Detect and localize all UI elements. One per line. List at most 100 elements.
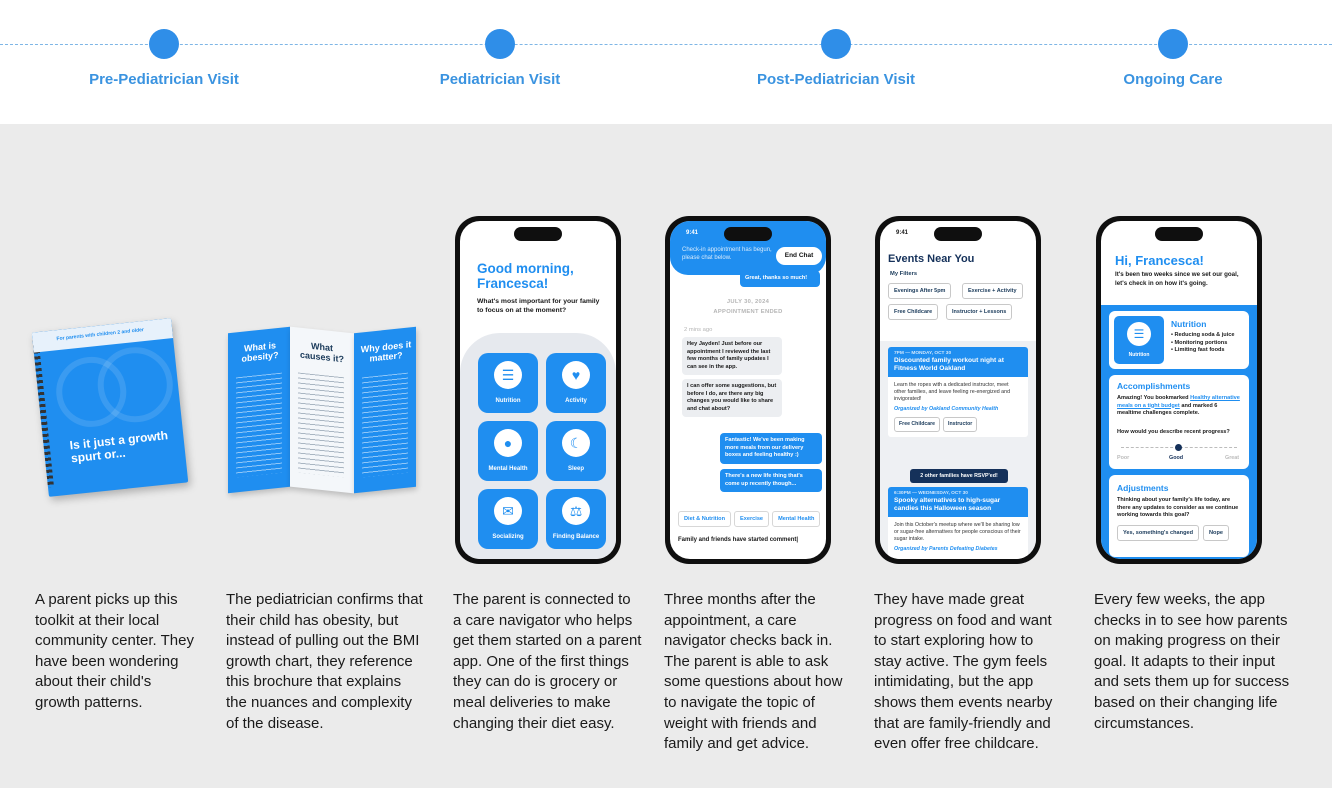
caption-1: A parent picks up this toolkit at their … xyxy=(35,591,194,711)
badge-label: Nutrition xyxy=(1128,352,1150,358)
journey-timeline: Pre-Pediatrician Visit Pediatrician Visi… xyxy=(0,0,1332,124)
yes-changed-button[interactable]: Yes, something's changed xyxy=(1117,525,1200,541)
clipboard-icon: ☰ xyxy=(1127,322,1151,346)
tile-nutrition[interactable]: ☰ Nutrition xyxy=(478,353,538,413)
clipboard-icon: ☰ xyxy=(494,361,522,389)
progress-question: How would you describe recent progress? xyxy=(1117,429,1230,435)
message-input[interactable]: Family and friends have started comment| xyxy=(678,537,799,543)
tile-label: Sleep xyxy=(567,466,584,472)
brochure-heading: What is obesity? xyxy=(241,340,279,364)
nutrition-badge: ☰ Nutrition xyxy=(1114,316,1164,364)
event-card[interactable]: 6:30PM — WEDNESDAY, OCT 30 Spooky altern… xyxy=(888,487,1028,559)
stage-label: Pediatrician Visit xyxy=(439,71,561,88)
toolkit-booklet: For parents with children 2 and older Is… xyxy=(31,318,189,497)
event-tag: Instructor xyxy=(943,416,978,433)
goal-item: • Reducing soda & juice xyxy=(1171,332,1235,338)
status-time: 9:41 xyxy=(896,230,909,236)
tile-label: Activity xyxy=(565,398,587,404)
phone-chat: 9:41 Check-in appointment has begun, ple… xyxy=(665,216,831,564)
phone-events: 9:41 Events Near You My Filters Evenings… xyxy=(875,216,1041,564)
event-description: Join this October's meetup where we'll b… xyxy=(894,522,1021,543)
phone-checkin: Hi, Francesca! It's been two weeks since… xyxy=(1096,216,1262,564)
event-organizer: Organized by Oakland Community Health xyxy=(894,405,999,412)
nope-button[interactable]: Nope xyxy=(1203,525,1229,541)
caption-6: Every few weeks, the app checks in to se… xyxy=(1094,591,1290,732)
event-card[interactable]: 7PM — MONDAY, OCT 30 Discounted family w… xyxy=(888,347,1028,438)
stage-label: Post-Pediatrician Visit xyxy=(756,71,916,88)
tile-mental-health[interactable]: ● Mental Health xyxy=(478,421,538,481)
scale-icon: ⚖ xyxy=(562,497,590,525)
stage-label: Ongoing Care xyxy=(1123,71,1223,88)
event-date: 7PM — MONDAY, OCT 30 xyxy=(894,351,952,356)
brochure-panel: What causes it? xyxy=(290,326,354,494)
goal-items: • Reducing soda & juice • Monitoring por… xyxy=(1171,332,1247,355)
event-body: Learn the ropes with a dedicated instruc… xyxy=(888,377,1028,437)
checkin-subtitle: It's been two weeks since we set our goa… xyxy=(1115,271,1239,287)
chat-date: JULY 30, 2024 xyxy=(726,299,770,305)
phone-screen: 9:41 Check-in appointment has begun, ple… xyxy=(670,221,826,559)
brochure-panel: Why does it matter? xyxy=(354,326,416,494)
message-outgoing: Fantastic! We've been making more meals … xyxy=(720,433,822,464)
event-tag: Free Childcare xyxy=(894,416,941,433)
adjustments-card: Adjustments Thinking about your family's… xyxy=(1109,475,1249,557)
filter-chip[interactable]: Exercise + Activity xyxy=(962,283,1023,299)
phone-screen: Good morning, Francesca! What's most imp… xyxy=(460,221,616,559)
tile-sleep[interactable]: ☾ Sleep xyxy=(546,421,606,481)
tile-activity[interactable]: ♥ Activity xyxy=(546,353,606,413)
filter-chip[interactable]: Instructor + Lessons xyxy=(946,304,1013,320)
event-date: 6:30PM — WEDNESDAY, OCT 30 xyxy=(894,491,968,496)
stage-dot xyxy=(821,29,851,59)
bookmark-link[interactable]: Healthy alternative meals on a tight bud… xyxy=(1117,395,1240,409)
stage-label: Pre-Pediatrician Visit xyxy=(89,71,239,88)
topic-chip[interactable]: Diet & Nutrition xyxy=(678,511,732,527)
goal-card[interactable]: ☰ Nutrition Nutrition • Reducing soda & … xyxy=(1109,311,1249,369)
phone-screen: Hi, Francesca! It's been two weeks since… xyxy=(1101,221,1257,559)
end-chat-button[interactable]: End Chat xyxy=(776,247,822,265)
rsvp-tooltip: 2 other families have RSVP'ed! xyxy=(910,469,1008,483)
event-header: 7PM — MONDAY, OCT 30 Discounted family w… xyxy=(888,347,1028,377)
event-title: Discounted family workout night at Fitne… xyxy=(894,357,1004,372)
brochure-panel: What is obesity? xyxy=(228,326,290,494)
chat-bubbles-icon: ✉ xyxy=(494,497,522,525)
event-organizer: Organized by Parents Defeating Diabetes xyxy=(894,545,998,552)
text-lines xyxy=(362,372,408,478)
stage-dot xyxy=(1158,29,1188,59)
filters-label: My Filters xyxy=(890,271,918,277)
greeting-title: Good morning, Francesca! xyxy=(477,261,574,291)
scale-label: Great xyxy=(1225,455,1240,461)
caption-2: The pediatrician confirms that their chi… xyxy=(226,591,423,732)
scale-label: Poor xyxy=(1117,455,1130,461)
accomplishments-text: Amazing! You bookmarked Healthy alternat… xyxy=(1117,395,1243,418)
card-title: Adjustments xyxy=(1117,483,1169,493)
goal-item: • Monitoring portions xyxy=(1171,339,1228,346)
tile-finding-balance[interactable]: ⚖ Finding Balance xyxy=(546,489,606,549)
event-body: Join this October's meetup where we'll b… xyxy=(888,517,1028,558)
caption-4: Three months after the appointment, a ca… xyxy=(664,591,843,753)
tile-label: Finding Balance xyxy=(552,534,600,540)
message-incoming: I can offer some suggestions, but before… xyxy=(682,379,782,417)
filter-chip[interactable]: Free Childcare xyxy=(888,304,939,320)
booklet-title: Is it just a growth spurt or... xyxy=(69,428,169,466)
topic-chip[interactable]: Mental Health xyxy=(772,511,821,527)
filter-chip[interactable]: Evenings After 5pm xyxy=(888,283,952,299)
phone-home: Good morning, Francesca! What's most imp… xyxy=(455,216,621,564)
trifold-brochure: What is obesity? What causes it? Why doe… xyxy=(228,326,418,494)
focus-question: What's most important for your family to… xyxy=(477,298,600,314)
moon-icon: ☾ xyxy=(562,429,590,457)
stage-dot xyxy=(485,29,515,59)
brochure-heading: What causes it? xyxy=(299,340,345,365)
appointment-ended-divider: APPOINTMENT ENDED xyxy=(713,309,783,315)
progress-slider[interactable] xyxy=(1121,444,1237,451)
message-outgoing: There's a new life thing that's come up … xyxy=(720,469,822,492)
brochure-heading: Why does it matter? xyxy=(360,339,412,364)
topic-chip[interactable]: Exercise xyxy=(734,511,770,527)
slider-knob[interactable] xyxy=(1175,444,1182,451)
tile-socializing[interactable]: ✉ Socializing xyxy=(478,489,538,549)
stage-dot xyxy=(149,29,179,59)
message-timestamp: 2 mins ago xyxy=(684,327,713,333)
text-lines xyxy=(298,372,344,478)
caption-3: The parent is connected to a care naviga… xyxy=(453,591,642,732)
events-title: Events Near You xyxy=(888,253,975,265)
phone-screen: 9:41 Events Near You My Filters Evenings… xyxy=(880,221,1036,559)
